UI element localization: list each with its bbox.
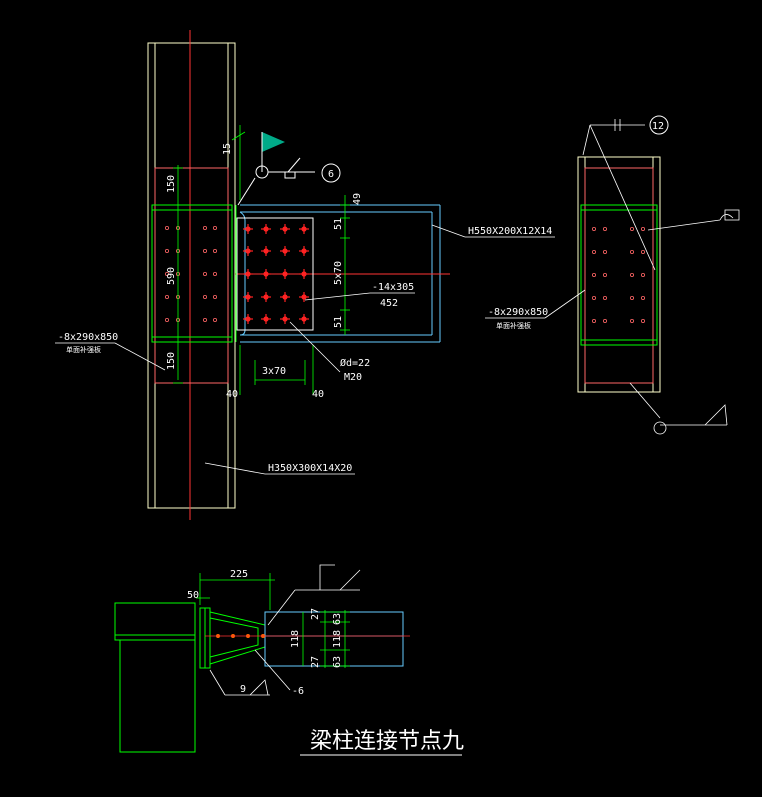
dim-5x70: 5x70 — [333, 261, 344, 285]
bolt-3-0 — [243, 292, 253, 302]
weld-circle-12-label: 12 — [652, 121, 664, 132]
stiffener-right-size: -8x290x850 — [488, 307, 548, 318]
plan-view: 225 50 27 63 118 118 27 63 9 -6 — [114, 564, 410, 753]
doubler-plate — [151, 204, 233, 343]
bolt-4-1 — [261, 314, 271, 324]
bolt-4-0 — [243, 314, 253, 324]
bolt-4-2 — [280, 314, 290, 324]
weld-callout-circle-12 — [649, 115, 669, 135]
plan-plate-6: -6 — [292, 686, 304, 697]
bolt-2-1 — [261, 269, 271, 279]
side-bolt-holes — [592, 226, 646, 323]
plan-dim-225: 225 — [230, 569, 248, 580]
plan-weld-9: 9 — [240, 684, 246, 695]
plan-dim-63-top: 63 — [332, 613, 343, 625]
bolt-3-3 — [299, 292, 309, 302]
bolt-3-2 — [280, 292, 290, 302]
dim-3x70: 3x70 — [262, 366, 286, 377]
dim-150-top: 150 — [166, 175, 177, 193]
dim-49: 49 — [352, 193, 363, 205]
bolt-1-0 — [243, 246, 253, 256]
bolt-0-3 — [299, 224, 309, 234]
elevation-view: 150 590 150 15 49 51 5x70 51 3x70 40 40 … — [55, 30, 555, 520]
bolt-hole-label: Ød=22 — [340, 357, 370, 369]
bolt-3-1 — [261, 292, 271, 302]
bolt-0-1 — [261, 224, 271, 234]
dim-51-bot: 51 — [333, 316, 344, 328]
weld-symbol-top — [237, 132, 341, 206]
column-stiffener-plate — [154, 167, 229, 384]
plan-dim-50: 50 — [187, 590, 199, 601]
bolt-1-1 — [261, 246, 271, 256]
bolt-size-label: M20 — [344, 372, 362, 383]
beam-section-label: H550X200X12X14 — [468, 226, 552, 237]
shear-plate-length: 452 — [380, 298, 398, 309]
bolt-2-3 — [299, 269, 309, 279]
plan-dim-27-top: 27 — [310, 608, 321, 620]
column — [147, 42, 236, 509]
weld-callout-circle-6 — [321, 163, 341, 183]
plan-dim-27-bot: 27 — [310, 656, 321, 668]
shear-plate-size: -14x305 — [372, 282, 414, 293]
beam-dimensions — [239, 195, 350, 395]
bolt-2-2 — [280, 269, 290, 279]
dim-150-bot: 150 — [166, 352, 177, 370]
dim-15: 15 — [222, 143, 233, 155]
stiffener-right-name: 单面补强板 — [496, 321, 531, 330]
side-view: 12 -8x290x850 单面补强板 — [485, 115, 740, 435]
bolt-1-2 — [280, 246, 290, 256]
shear-plate-bolts — [243, 224, 309, 324]
column-dimensions — [173, 125, 246, 384]
stiffener-left-size: -8x290x850 — [58, 332, 118, 343]
plan-dim-118-right: 118 — [332, 630, 343, 648]
dim-40-right: 40 — [312, 389, 324, 400]
shear-plate — [236, 217, 314, 331]
bolt-2-0 — [243, 269, 253, 279]
dim-51-top: 51 — [333, 218, 344, 230]
dim-590: 590 — [166, 267, 177, 285]
stiffener-left-name: 单面补强板 — [66, 345, 101, 354]
bolt-0-0 — [243, 224, 253, 234]
bolt-4-3 — [299, 314, 309, 324]
column-section-label: H350X300X14X20 — [268, 463, 352, 474]
bolt-1-3 — [299, 246, 309, 256]
dim-40-left: 40 — [226, 389, 238, 400]
bolt-0-2 — [280, 224, 290, 234]
plan-dim-63-bot: 63 — [332, 656, 343, 668]
weld-circle-6-label: 6 — [328, 169, 334, 180]
plan-dim-118-left: 118 — [290, 630, 301, 648]
drawing-title: 梁柱连接节点九 — [310, 729, 464, 754]
leader-lines — [55, 224, 555, 475]
